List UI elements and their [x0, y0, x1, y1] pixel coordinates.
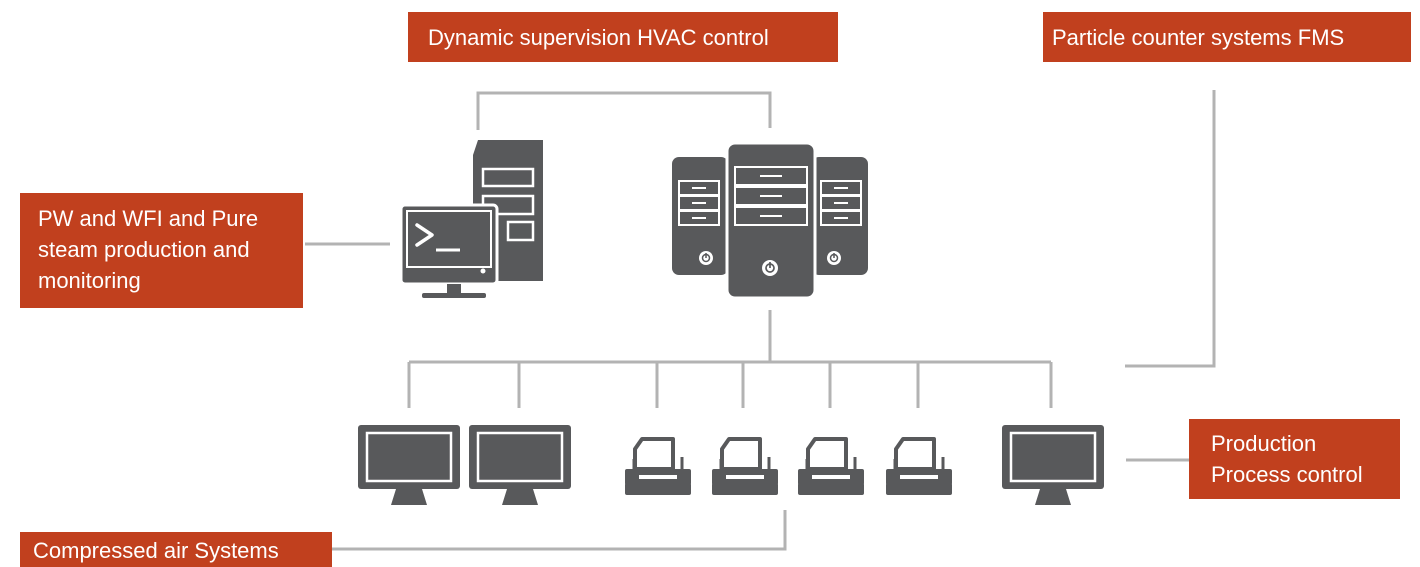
- connector-fms: [1125, 90, 1216, 368]
- server-cluster-icon: [672, 141, 868, 300]
- label-fms-text: Particle counter systems FMS: [1052, 25, 1345, 50]
- label-pw-line-2: steam production and: [38, 237, 250, 262]
- label-production-line-1: Production: [1211, 431, 1317, 456]
- label-air-text: Compressed air Systems: [33, 538, 279, 563]
- monitor-icon: [467, 423, 573, 507]
- label-pw-line-3: monitoring: [38, 268, 141, 293]
- power-icon: [827, 251, 841, 265]
- monitor-icon: [1000, 423, 1106, 507]
- printer-icon: [796, 437, 866, 497]
- label-pw-wfi-steam: PW and WFI and Pure steam production and…: [20, 193, 303, 308]
- monitor-icon: [356, 423, 462, 507]
- printer-icon: [710, 437, 780, 497]
- label-particle-counter-fms: Particle counter systems FMS: [1043, 12, 1411, 62]
- connector-hvac: [476, 91, 772, 130]
- label-production-process-control: Production Process control: [1189, 419, 1400, 499]
- label-pw-line-1: PW and WFI and Pure: [38, 206, 259, 231]
- label-hvac-control: Dynamic supervision HVAC control: [408, 12, 838, 62]
- label-production-line-2: Process control: [1211, 462, 1363, 487]
- label-hvac-text: Dynamic supervision HVAC control: [428, 25, 769, 50]
- power-icon: [762, 260, 778, 276]
- printer-icon: [884, 437, 954, 497]
- printer-icon: [623, 437, 693, 497]
- connector-lines: [305, 90, 1216, 551]
- power-icon: [699, 251, 713, 265]
- desktop-terminal-icon: [399, 140, 543, 298]
- connector-air: [332, 510, 787, 551]
- label-compressed-air: Compressed air Systems: [20, 532, 332, 567]
